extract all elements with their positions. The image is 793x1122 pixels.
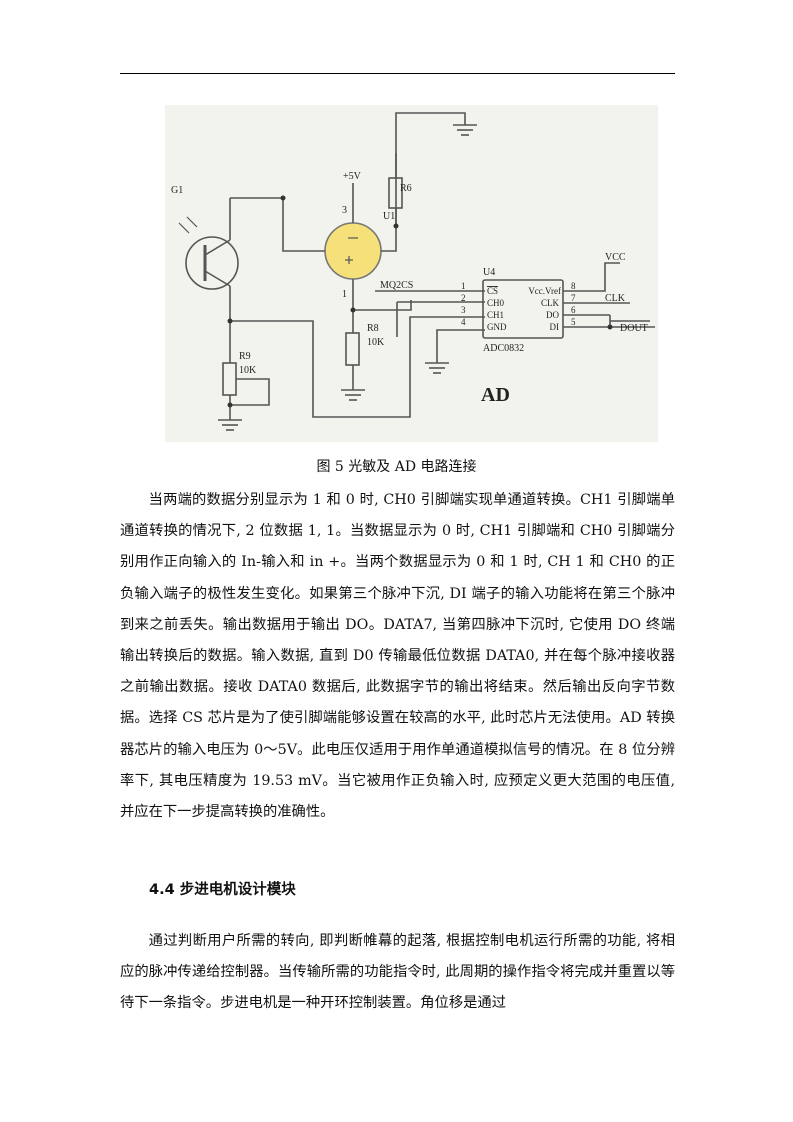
label-r8-value: 10K	[367, 337, 385, 348]
label-mq2cs: MQ2CS	[380, 280, 413, 291]
figure-caption: 图 5 光敏及 AD 电路连接	[316, 459, 477, 475]
pin-number-right: 7	[571, 293, 576, 303]
label-u1: U1	[383, 211, 395, 222]
chip-pin-left: CH0	[487, 298, 505, 308]
chip-pin-right: CLK	[541, 298, 560, 308]
section-heading: 4.4 步进电机设计模块	[149, 882, 296, 898]
pin-number-right: 5	[571, 317, 576, 327]
chip-pin-right: DI	[550, 322, 560, 332]
label-plus5v: +5V	[343, 171, 362, 182]
pin-number-right: 8	[571, 281, 576, 291]
body-paragraph: 通过判断用户所需的转向, 即判断帷幕的起落, 根据控制电机运行所需的功能, 将相…	[120, 933, 675, 1012]
pin-number-left: 1	[461, 281, 466, 291]
chip-pin-left: CS	[487, 286, 498, 296]
label-r9-value: 10K	[239, 365, 257, 376]
label-r9: R9	[239, 351, 251, 362]
chip-pin-left: GND	[487, 322, 507, 332]
label-g1: G1	[171, 185, 183, 196]
pin-number-left: 4	[461, 317, 466, 327]
label-clk: CLK	[605, 293, 626, 304]
pin-number-left: 3	[461, 305, 466, 315]
label-r6: R6	[400, 183, 412, 194]
label-dout: DOUT	[620, 323, 648, 334]
label-chip-name: ADC0832	[483, 343, 524, 354]
chip-pin-left: CH1	[487, 310, 504, 320]
circuit-diagram: G1 +5V R6 U1 3 1 MQ2CS R8 10K R9 10K U4 …	[171, 112, 655, 431]
chip-pin-right: DO	[546, 310, 559, 320]
circuit-figure: G1 +5V R6 U1 3 1 MQ2CS R8 10K R9 10K U4 …	[165, 105, 658, 442]
label-pin3: 3	[342, 205, 347, 216]
chip-pin-right: Vcc.Vref	[528, 286, 561, 296]
body-paragraph: 当两端的数据分别显示为 1 和 0 时, CH0 引脚端实现单通道转换。CH1 …	[120, 492, 675, 821]
label-u4: U4	[483, 267, 495, 278]
pin-number-left: 2	[461, 293, 466, 303]
header-rule	[120, 73, 675, 74]
label-pin1: 1	[342, 289, 347, 300]
label-vcc: VCC	[605, 252, 626, 263]
label-ad: AD	[481, 384, 510, 406]
label-r8: R8	[367, 323, 379, 334]
pin-number-right: 6	[571, 305, 576, 315]
